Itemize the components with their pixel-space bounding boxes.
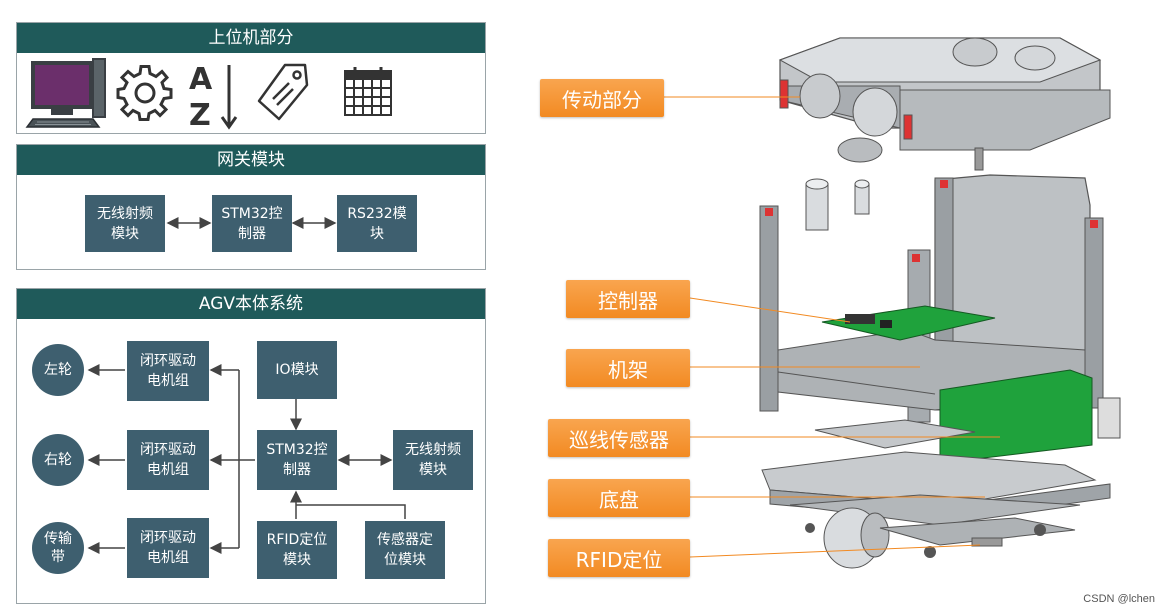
- frame-part: [759, 174, 1104, 423]
- agv-links: [87, 364, 406, 554]
- leader-lines: [664, 96, 1000, 558]
- drive-2: 闭环驱动 电机组: [127, 430, 209, 490]
- gw-stm32: STM32控 制器: [212, 195, 292, 252]
- monitor-icon: [25, 58, 106, 128]
- label-rfid: RFID定位: [548, 539, 690, 577]
- label-drive: 传动部分: [540, 79, 664, 117]
- label-controller: 控制器: [566, 280, 690, 318]
- wheel-left: 左轮: [32, 344, 84, 396]
- rfid-module: RFID定位 模块: [257, 521, 337, 579]
- io-module: IO模块: [257, 341, 337, 399]
- conveyor-belt: 传输 带: [32, 522, 84, 574]
- host-icons: A Z: [25, 58, 392, 133]
- tag-icon: [257, 63, 309, 121]
- sensor-module: 传感器定 位模块: [365, 521, 445, 579]
- agv-stm32: STM32控 制器: [257, 430, 337, 490]
- gw-rf-module: 无线射频 模块: [85, 195, 165, 252]
- label-chassis: 底盘: [548, 479, 690, 517]
- drive-1: 闭环驱动 电机组: [127, 341, 209, 401]
- agv-title: AGV本体系统: [17, 289, 485, 319]
- line-sensor-pcb-part: [814, 369, 1121, 463]
- agv-rf-module: 无线射频 模块: [393, 430, 473, 490]
- drive-assembly-part: [778, 37, 1111, 171]
- agv-panel: AGV本体系统 左轮 右轮 传输 带 闭环驱动 电机组 闭环驱动 电机组 闭环驱…: [16, 288, 486, 604]
- gateway-title: 网关模块: [17, 145, 485, 175]
- wheel-right: 右轮: [32, 434, 84, 486]
- sort-a-letter: A: [189, 62, 213, 97]
- label-frame: 机架: [566, 349, 690, 387]
- gateway-links: [166, 217, 337, 229]
- controller-pcb-part: [821, 305, 996, 341]
- gear-icon: [116, 65, 173, 121]
- watermark: CSDN @lchen: [1083, 593, 1155, 605]
- host-panel: 上位机部分 A Z: [16, 22, 486, 134]
- calendar-icon: [344, 67, 392, 116]
- shaft-parts: [805, 178, 870, 231]
- sort-az-icon: A Z: [189, 62, 238, 133]
- gateway-panel: 网关模块 无线射频 模块 STM32控 制器 RS232模 块: [16, 144, 486, 270]
- sort-z-letter: Z: [189, 98, 211, 133]
- host-title: 上位机部分: [17, 23, 485, 53]
- gw-rs232: RS232模 块: [337, 195, 417, 252]
- drive-3: 闭环驱动 电机组: [127, 518, 209, 578]
- chassis-part: [761, 451, 1111, 569]
- label-line-sensor: 巡线传感器: [548, 419, 690, 457]
